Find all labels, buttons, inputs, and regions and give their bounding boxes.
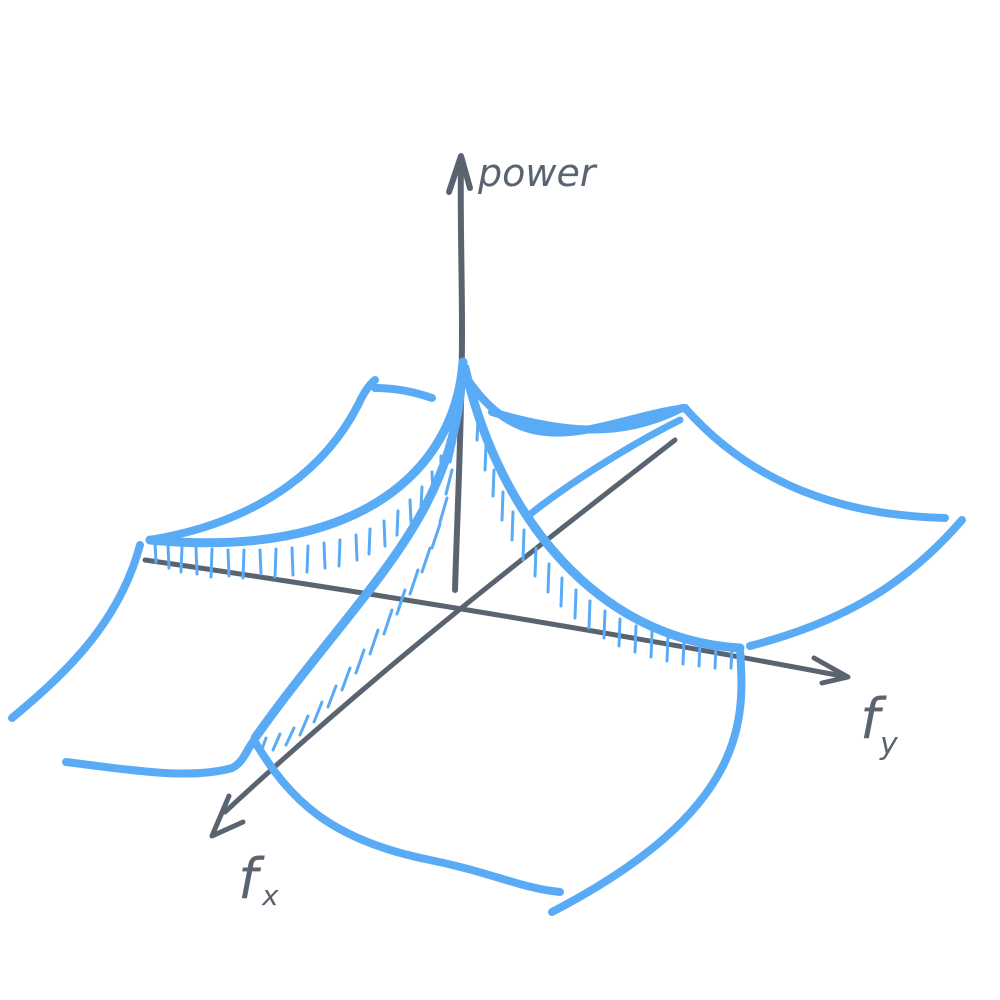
fy-axis-arrowhead (811, 655, 851, 686)
back-left-edge (146, 376, 379, 544)
fy-axis-label: f y (860, 687, 899, 762)
power-axis-label: power (477, 151, 598, 195)
fx-axis-arrowhead (209, 793, 246, 839)
fx-axis-label: f x (238, 847, 279, 912)
ridge-front (250, 367, 467, 743)
back-left-top (371, 384, 436, 402)
power-axis-arrowhead (446, 153, 473, 195)
ridge-right (460, 363, 745, 653)
fy-label-sub: y (879, 727, 899, 762)
front-right-edge (548, 646, 746, 916)
spectrum-surface (8, 357, 966, 916)
back-right-top (488, 404, 686, 434)
fx-axis (222, 437, 678, 815)
left-edge (8, 541, 144, 722)
right-edge (746, 516, 966, 650)
power-axis (452, 155, 465, 593)
front-left-edge (62, 736, 259, 778)
axes (142, 153, 851, 839)
ridge-back (464, 376, 689, 437)
ridge-hatching (153, 418, 734, 754)
back-right-inner (524, 416, 684, 520)
fx-label-sub: x (261, 879, 279, 912)
back-right-slope (681, 404, 949, 522)
front-right-valley (251, 738, 564, 896)
fx-label-main: f (238, 847, 265, 912)
